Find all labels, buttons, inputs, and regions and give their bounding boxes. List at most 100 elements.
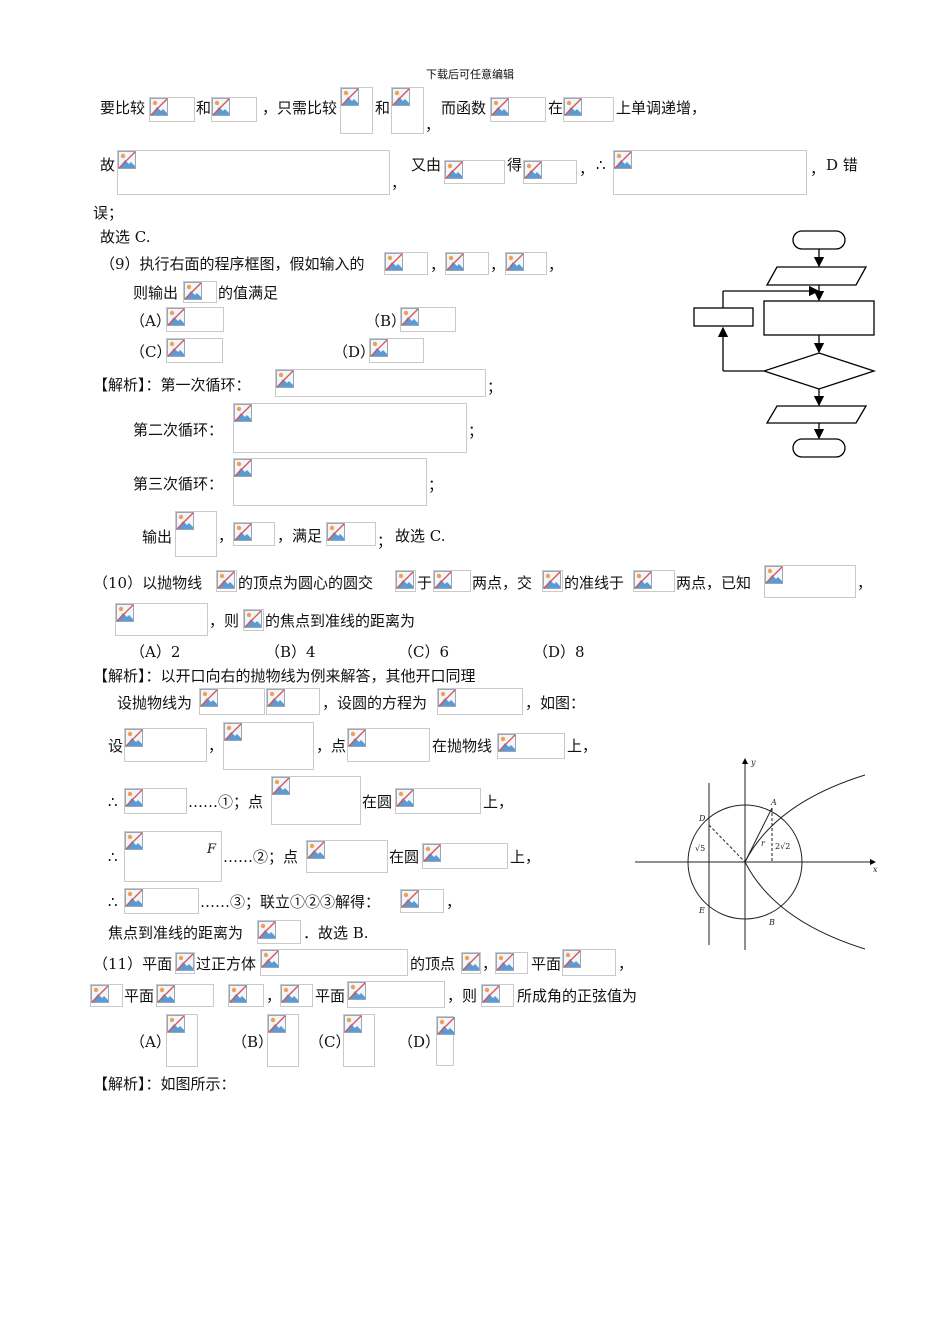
broken-image-icon <box>563 950 581 968</box>
broken-image-icon <box>543 571 561 589</box>
broken-image-icon <box>392 88 410 106</box>
formula-image <box>395 788 481 814</box>
option-b: （B） <box>232 1033 274 1051</box>
formula-image <box>175 511 217 557</box>
formula-image <box>613 150 807 195</box>
formula-image <box>395 570 416 592</box>
text: ∴ <box>108 893 118 911</box>
flowchart-start <box>792 230 846 250</box>
option-b: （B）4 <box>265 643 316 661</box>
broken-image-icon <box>401 308 419 326</box>
option-a: （A） <box>130 1033 171 1051</box>
broken-image-icon <box>234 459 252 477</box>
text: ， <box>857 574 873 592</box>
formula-image <box>223 722 314 770</box>
text: D 错 <box>826 156 858 174</box>
text: ， <box>579 160 595 178</box>
text: ， <box>618 955 634 973</box>
broken-image-icon <box>385 253 403 271</box>
option-c: （C） <box>130 343 172 361</box>
formula-image <box>633 570 675 592</box>
broken-image-icon <box>423 844 441 862</box>
formula-image <box>149 97 195 122</box>
point-label-d: D <box>698 814 706 823</box>
broken-image-icon <box>125 789 143 807</box>
formula-image <box>343 1014 375 1067</box>
formula-image <box>175 952 195 974</box>
broken-image-icon <box>437 1017 455 1035</box>
text: ，只需比较 <box>262 99 338 117</box>
formula-image <box>117 150 390 195</box>
broken-image-icon <box>176 953 194 971</box>
broken-image-icon <box>167 1015 185 1033</box>
formula-image <box>347 981 445 1008</box>
text: 设抛物线为 <box>117 694 193 712</box>
text: 所成角的正弦值为 <box>517 987 638 1005</box>
point-label-e: E <box>698 906 705 915</box>
text: ．故选 B. <box>303 924 369 942</box>
formula-image <box>369 338 424 363</box>
broken-image-icon <box>401 890 419 908</box>
flowchart-output <box>765 405 868 424</box>
text: 在圆 <box>389 848 420 866</box>
formula-image <box>523 160 577 184</box>
broken-image-icon <box>212 98 230 116</box>
solution-label: 【解析】：如图所示： <box>93 1075 236 1093</box>
text: ，满足 <box>277 527 323 545</box>
axis-label-y: y <box>750 758 756 767</box>
formula-image <box>481 984 514 1007</box>
text: ， <box>425 116 441 134</box>
text: ……②；点 <box>223 848 299 866</box>
formula-image <box>271 776 361 825</box>
broken-image-icon <box>258 921 276 939</box>
flowchart-process <box>763 300 875 336</box>
text: 故 <box>100 156 116 174</box>
broken-image-icon <box>506 253 524 271</box>
text: 的顶点为圆心的圆交 <box>238 574 374 592</box>
formula-image <box>257 920 301 944</box>
text: ， <box>208 737 224 755</box>
broken-image-icon <box>176 512 194 530</box>
broken-image-icon <box>167 339 185 357</box>
formula-image <box>445 252 489 275</box>
parabola-lower <box>744 861 866 950</box>
broken-image-icon <box>446 253 464 271</box>
broken-image-icon <box>157 985 175 1003</box>
formula-image <box>216 570 237 592</box>
text: 故选 C. <box>395 527 446 545</box>
flowchart-input <box>765 266 868 286</box>
formula-image <box>115 603 208 636</box>
text: ， <box>548 256 564 274</box>
formula-image <box>436 1016 455 1066</box>
text: 的准线于 <box>564 574 625 592</box>
broken-image-icon <box>524 161 542 179</box>
formula-image <box>497 733 565 759</box>
text: ……①；点 <box>188 793 264 811</box>
text: 过正方体 <box>196 955 257 973</box>
option-a: （A）2 <box>130 643 181 661</box>
formula-image <box>233 403 467 453</box>
broken-image-icon <box>614 151 632 169</box>
label-2sqrt2: 2√2 <box>775 842 790 851</box>
text: ，如图： <box>525 694 586 712</box>
formula-image <box>542 570 563 592</box>
formula-image <box>166 307 224 332</box>
formula-image <box>228 984 264 1007</box>
formula-image <box>340 87 373 134</box>
broken-image-icon <box>234 523 252 541</box>
text: （11）平面 <box>93 955 173 973</box>
text: ， <box>391 174 407 192</box>
flowchart-decision <box>761 352 877 390</box>
broken-image-icon <box>482 985 500 1003</box>
option-d: （D） <box>333 343 376 361</box>
broken-image-icon <box>125 889 143 907</box>
broken-image-icon <box>370 339 388 357</box>
formula-image <box>166 338 223 363</box>
text: 在圆 <box>362 793 393 811</box>
broken-image-icon <box>125 832 143 850</box>
broken-image-icon <box>491 98 509 116</box>
text: ， <box>482 955 498 973</box>
text: 输出 <box>142 528 173 546</box>
formula-image <box>347 728 430 762</box>
text: 和 <box>196 99 212 117</box>
